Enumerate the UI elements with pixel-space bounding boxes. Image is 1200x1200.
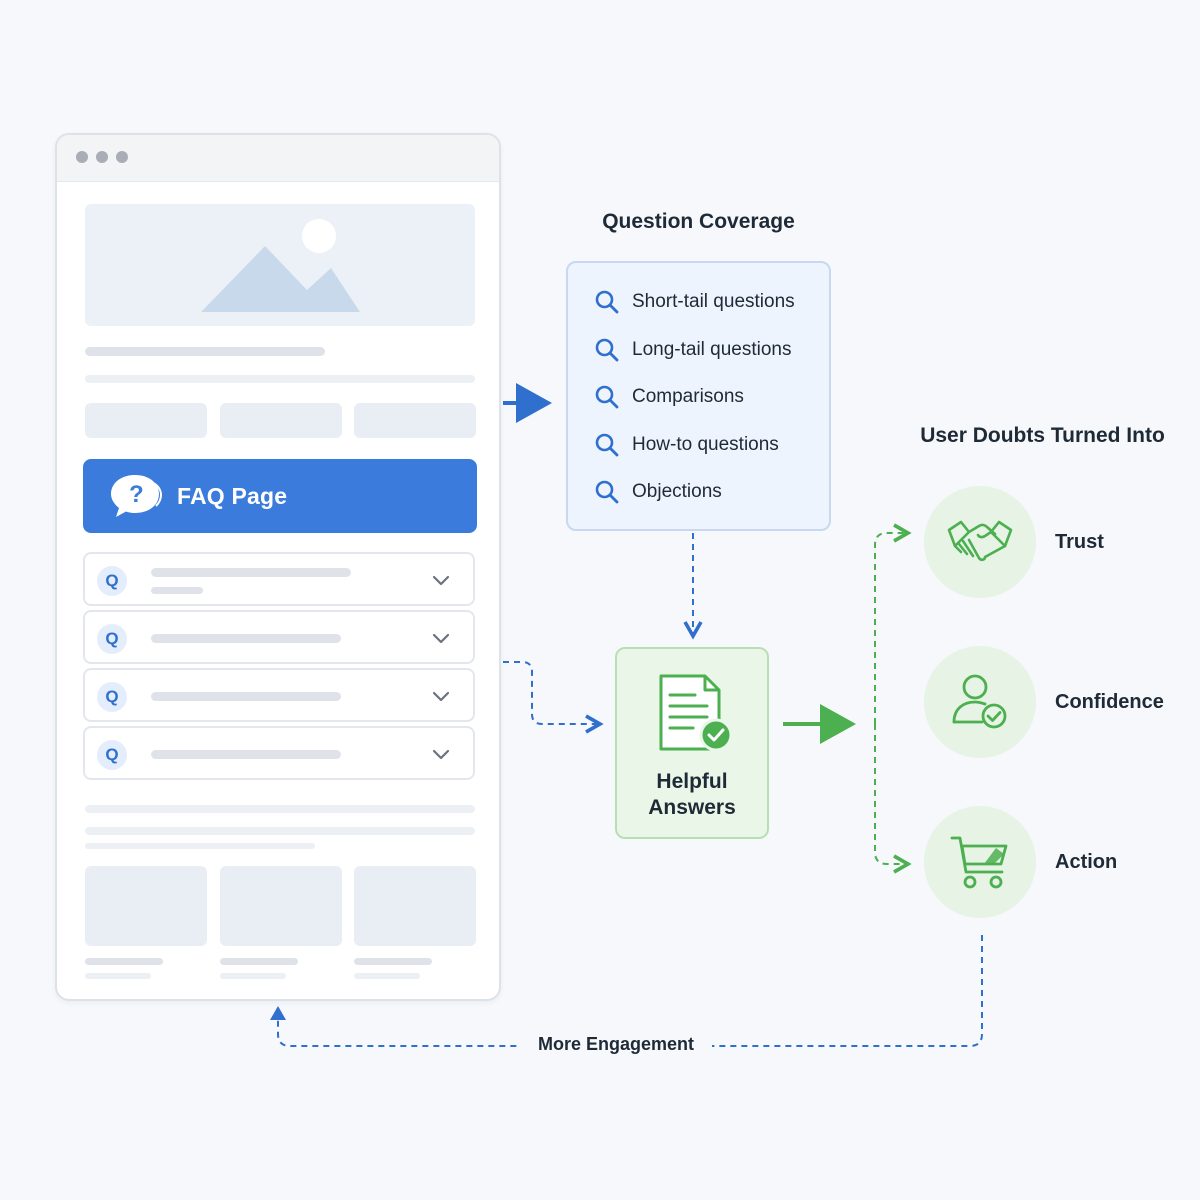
bracket-to-action — [874, 724, 912, 874]
search-icon — [595, 480, 619, 504]
text-placeholder — [151, 568, 351, 577]
text-placeholder — [220, 973, 286, 979]
chevron-down-icon[interactable] — [431, 574, 451, 588]
chevron-down-icon[interactable] — [431, 690, 451, 704]
hero-image-placeholder — [85, 204, 475, 326]
coverage-item-label: How-to questions — [632, 434, 779, 455]
coverage-item: How-to questions — [594, 430, 779, 460]
text-placeholder — [85, 958, 163, 965]
search-icon — [595, 338, 619, 362]
text-placeholder — [151, 692, 341, 701]
document-check-icon — [659, 674, 733, 752]
text-placeholder — [85, 805, 475, 813]
user-check-icon — [952, 674, 1007, 729]
action-icon-circle — [924, 806, 1036, 918]
faq-question-row[interactable]: Q — [83, 610, 475, 664]
outcome-label-trust: Trust — [1055, 531, 1104, 553]
trust-icon-circle — [924, 486, 1036, 598]
outcome-label-confidence: Confidence — [1055, 691, 1164, 713]
text-placeholder — [85, 347, 325, 356]
card-placeholder — [354, 866, 476, 946]
card-placeholder — [220, 866, 342, 946]
question-chat-icon: ? — [111, 475, 163, 517]
search-icon — [595, 433, 619, 457]
text-placeholder — [85, 973, 151, 979]
helpful-answers-line2: Answers — [648, 796, 736, 819]
window-dot — [96, 151, 108, 163]
faq-question-row[interactable]: Q — [83, 668, 475, 722]
more-engagement-label: More Engagement — [520, 1034, 712, 1055]
text-placeholder — [151, 634, 341, 643]
question-badge: Q — [97, 566, 127, 596]
engagement-loop-arrow — [277, 935, 983, 1047]
text-placeholder — [354, 973, 420, 979]
text-placeholder — [151, 750, 341, 759]
coverage-item: Objections — [594, 477, 722, 507]
question-coverage-title: Question Coverage — [602, 210, 795, 233]
text-placeholder — [85, 827, 475, 835]
window-dot — [116, 151, 128, 163]
text-placeholder — [85, 375, 475, 383]
coverage-item: Short-tail questions — [594, 287, 795, 317]
shopping-cart-icon — [950, 836, 1008, 889]
text-placeholder — [220, 958, 298, 965]
card-placeholder — [85, 403, 207, 438]
search-icon — [595, 290, 619, 314]
helpful-answers-label: Helpful Answers — [617, 769, 767, 821]
text-placeholder — [151, 587, 203, 594]
question-badge: Q — [97, 682, 127, 712]
image-placeholder-icon — [201, 219, 360, 312]
text-placeholder — [354, 958, 432, 965]
question-badge: Q — [97, 624, 127, 654]
browser-window: ? FAQ Page Q Q Q Q — [55, 133, 501, 1001]
card-placeholder — [85, 866, 207, 946]
arrow-faq-to-answers — [503, 661, 604, 734]
chevron-down-icon[interactable] — [431, 748, 451, 762]
engagement-loop-arrowhead — [270, 1006, 286, 1020]
coverage-item-label: Objections — [632, 481, 722, 502]
chevron-down-icon[interactable] — [431, 632, 451, 646]
coverage-item-label: Short-tail questions — [632, 291, 795, 312]
helpful-answers-line1: Helpful — [656, 770, 728, 793]
card-placeholder — [220, 403, 342, 438]
text-placeholder — [85, 843, 315, 849]
outcome-label-action: Action — [1055, 851, 1118, 873]
coverage-item-label: Comparisons — [632, 386, 744, 407]
helpful-answers-box: Helpful Answers — [615, 647, 769, 839]
handshake-icon — [947, 520, 1013, 562]
confidence-icon-circle — [924, 646, 1036, 758]
coverage-item: Comparisons — [594, 382, 744, 412]
question-badge: Q — [97, 740, 127, 770]
bracket-to-trust — [874, 523, 912, 724]
faq-question-row[interactable]: Q — [83, 726, 475, 780]
browser-title-bar — [57, 135, 499, 182]
faq-page-title: FAQ Page — [177, 482, 288, 509]
coverage-item: Long-tail questions — [594, 335, 792, 365]
faq-page-banner[interactable]: ? FAQ Page — [83, 459, 477, 533]
coverage-item-label: Long-tail questions — [632, 339, 792, 360]
faq-question-row[interactable]: Q — [83, 552, 475, 606]
card-placeholder — [354, 403, 476, 438]
user-doubts-title: User Doubts Turned Into — [920, 424, 1165, 447]
svg-text:?: ? — [129, 481, 144, 508]
window-dot — [76, 151, 88, 163]
search-icon — [595, 385, 619, 409]
question-coverage-box: Short-tail questions Long-tail questions… — [566, 261, 831, 531]
